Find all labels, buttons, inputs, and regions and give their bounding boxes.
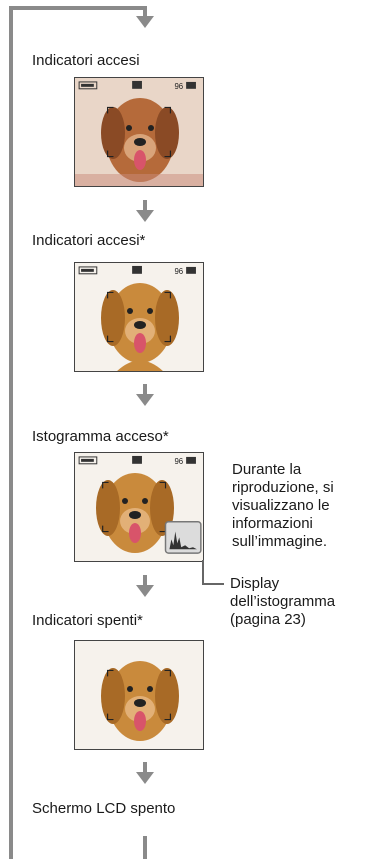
lcd-screen-indicators-off — [74, 640, 204, 750]
step-label: Istogramma acceso* — [32, 428, 169, 445]
memory-card-icon — [186, 81, 196, 89]
arrow-down-icon — [143, 384, 147, 396]
callout-line — [202, 583, 224, 585]
memory-card-icon — [186, 266, 196, 274]
step-label: Indicatori spenti* — [32, 612, 143, 629]
flow-connector-bottom — [143, 836, 147, 859]
histogram-display — [164, 520, 202, 554]
lcd-screen-indicators-on: 96 — [74, 77, 204, 187]
arrow-down-icon — [143, 762, 147, 774]
image-size-icon — [132, 265, 142, 274]
arrow-down-icon — [136, 394, 154, 406]
step-label: Indicatori accesi* — [32, 232, 146, 249]
histogram-note: Display dell’istogramma (pagina 23) — [230, 575, 336, 628]
image-size-icon — [132, 455, 142, 464]
arrow-down-icon — [143, 6, 147, 18]
step-label: Indicatori accesi — [32, 52, 140, 69]
lcd-screen-histogram-on: 96 — [74, 452, 204, 562]
lcd-screen-indicators-on-playback: 96 — [74, 262, 204, 372]
arrow-down-icon — [136, 210, 154, 222]
battery-icon — [78, 266, 98, 275]
memory-card-icon — [186, 456, 196, 464]
shot-count: 96 — [174, 457, 183, 466]
shot-count: 96 — [174, 267, 183, 276]
flow-rail-top — [9, 6, 145, 10]
shot-count: 96 — [174, 82, 183, 91]
flow-rail-left — [9, 6, 13, 859]
arrow-down-icon — [136, 585, 154, 597]
step-label: Schermo LCD spento — [32, 800, 176, 817]
image-size-icon — [132, 80, 142, 89]
arrow-down-icon — [143, 200, 147, 212]
arrow-down-icon — [136, 16, 154, 28]
battery-icon — [78, 81, 98, 90]
arrow-down-icon — [143, 575, 147, 587]
playback-info-note: Durante la riproduzione, si visualizzano… — [232, 461, 334, 550]
callout-line — [202, 560, 204, 584]
arrow-down-icon — [136, 772, 154, 784]
battery-icon — [78, 456, 98, 465]
